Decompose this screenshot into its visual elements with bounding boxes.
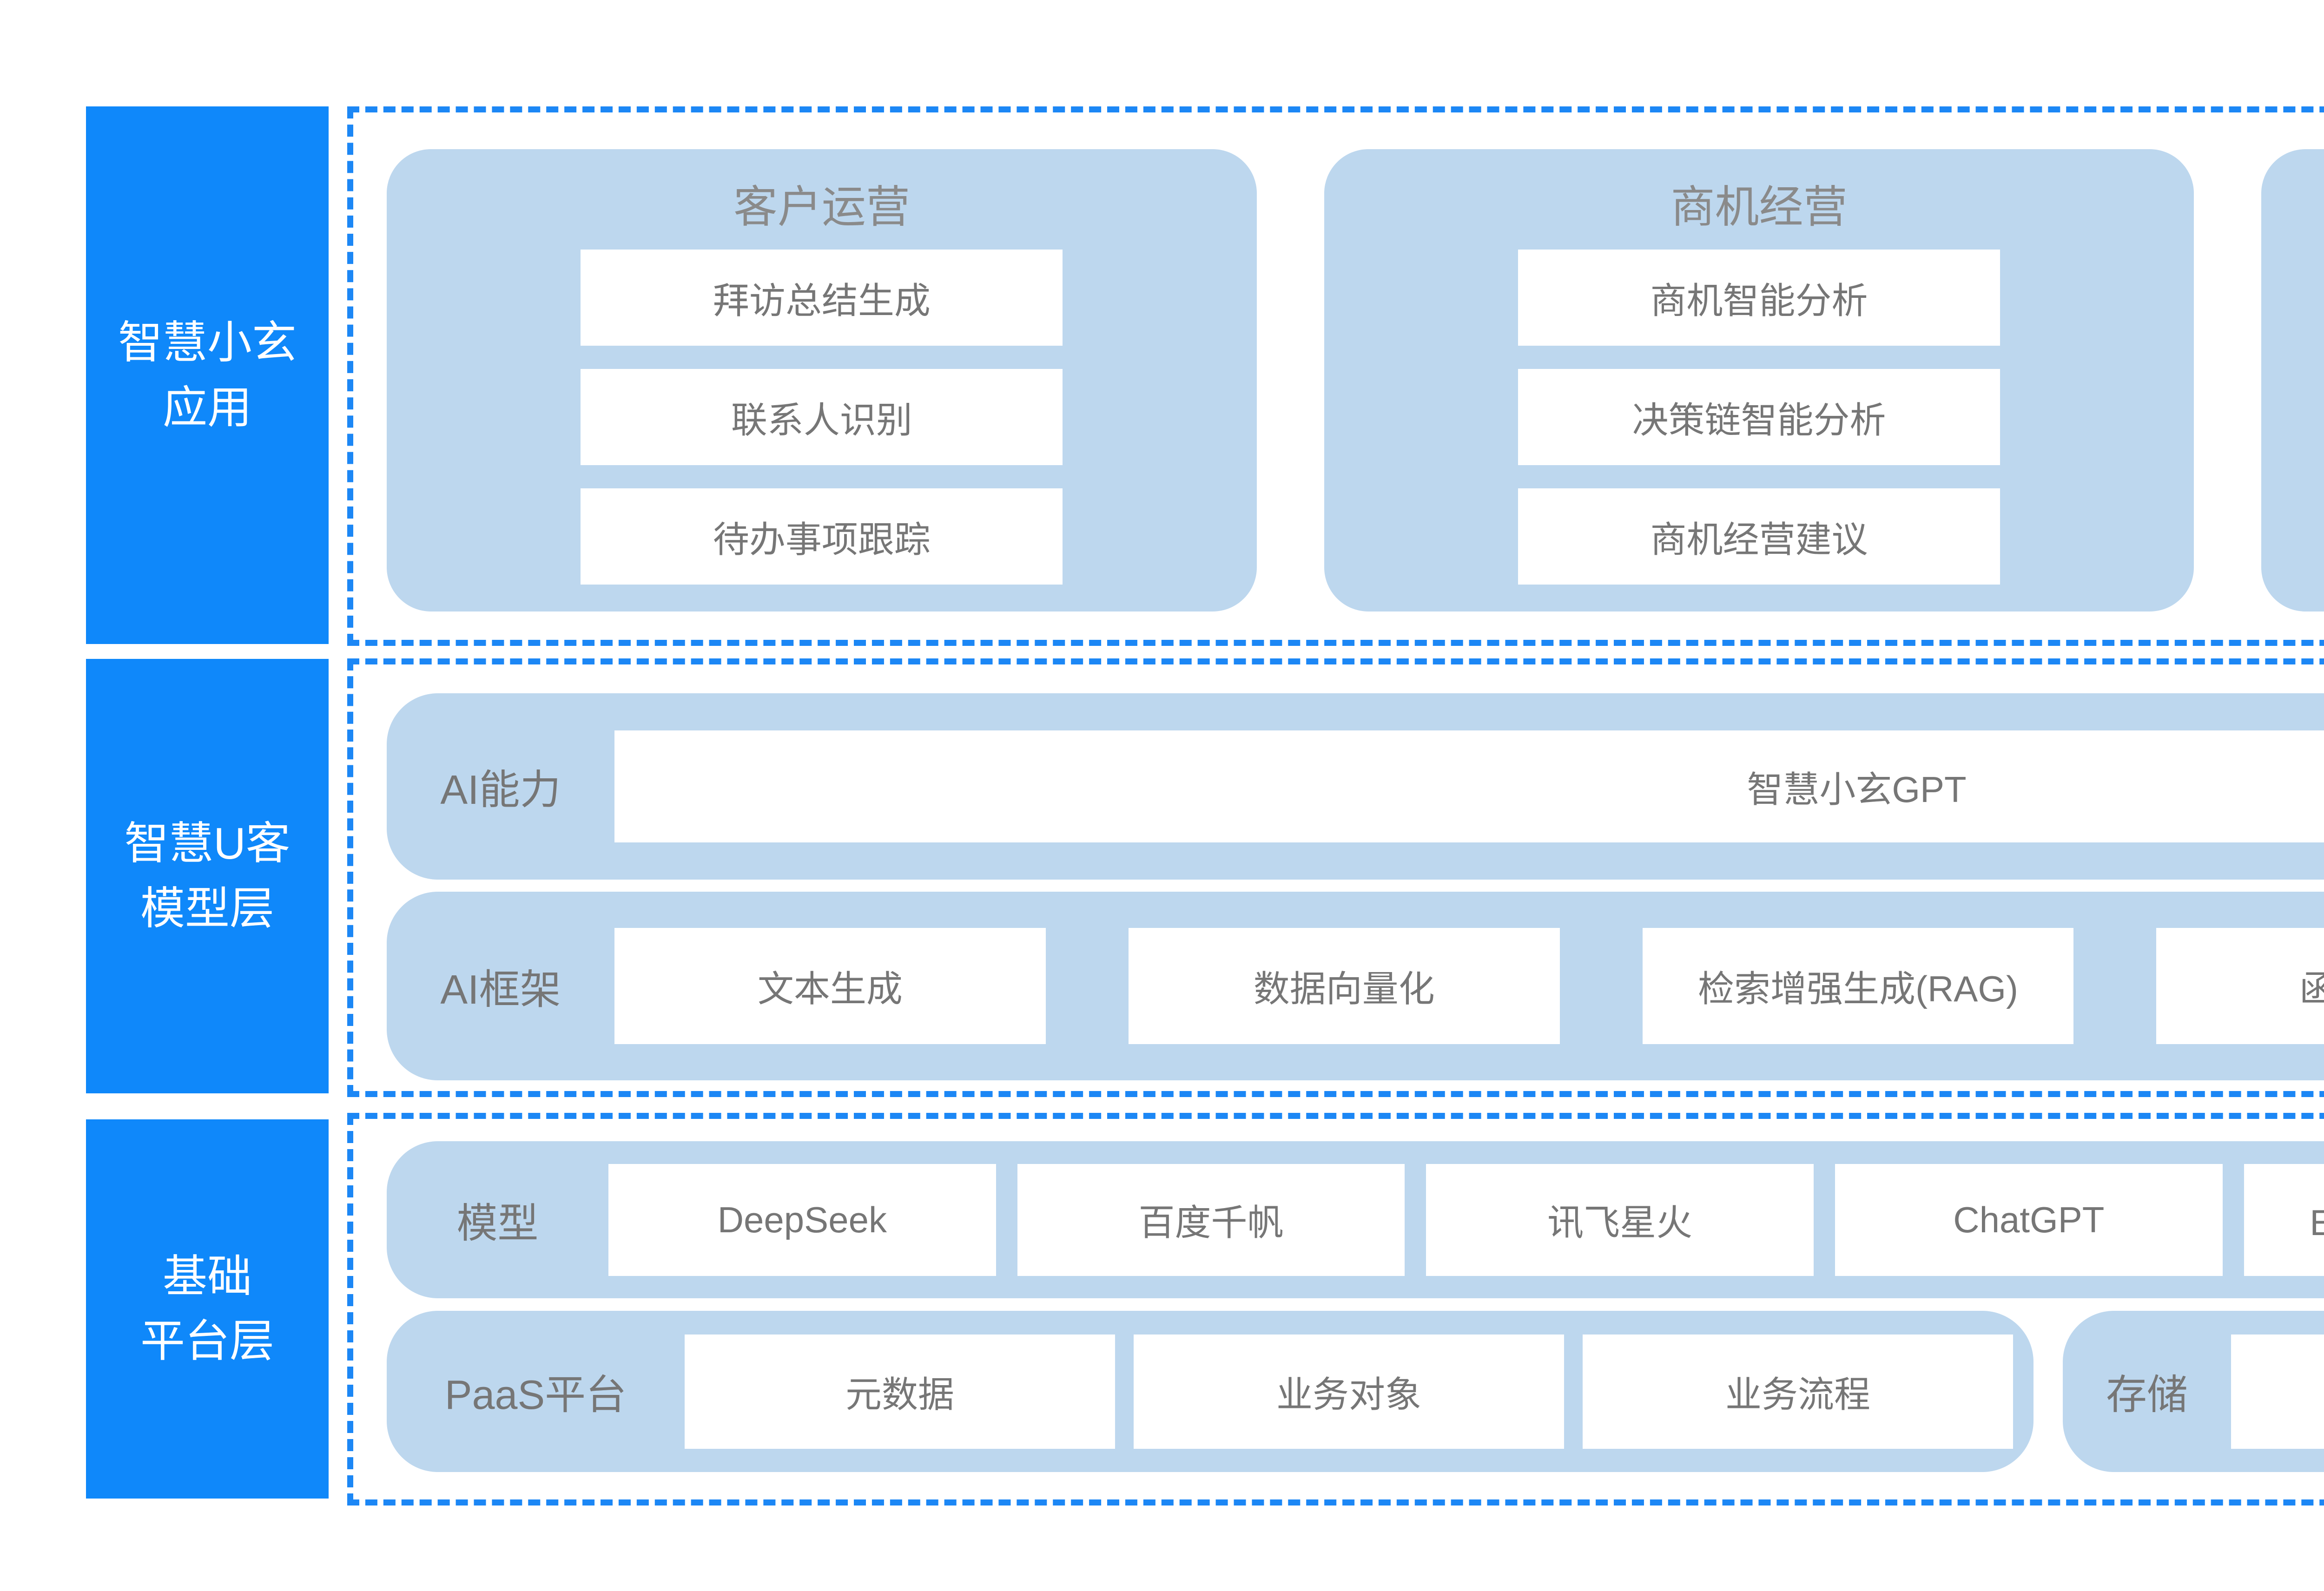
model-layer-container: AI能力 智慧小玄GPT AI框架 文本生成 数据向量化 检索增强生成(RAG)… <box>347 658 2324 1097</box>
llm-item: 讯飞星火 <box>1426 1164 1814 1276</box>
group-title: 客户运营 <box>733 183 910 232</box>
layer-label-model-line2: 模型层 <box>140 883 274 934</box>
group-customer-operation: 客户运营 拜访总结生成 联系人识别 待办事项跟踪 <box>387 149 1257 611</box>
layer-label-platform: 基础 平台层 <box>86 1119 329 1499</box>
framework-item: 文本生成 <box>614 928 1046 1044</box>
layer-label-platform-line1: 基础 <box>163 1251 252 1302</box>
layer-label-app-line2: 应用 <box>163 382 252 433</box>
row-label-ai-framework: AI框架 <box>440 966 561 1012</box>
paas-item: 业务对象 <box>1134 1334 1564 1449</box>
layer-label-app: 智慧小玄 应用 <box>86 106 329 644</box>
row-label-ai-capability: AI能力 <box>440 767 561 813</box>
app-item: 商机智能分析 <box>1518 250 2000 346</box>
llm-item: DeepSeek <box>608 1164 996 1276</box>
app-layer-container: 客户运营 拜访总结生成 联系人识别 待办事项跟踪 商机经营 商机智能分析 决策链… <box>347 106 2324 646</box>
layer-label-app-line1: 智慧小玄 <box>118 318 297 368</box>
paas-item: 元数据 <box>685 1334 1115 1449</box>
group-items: 拜访总结生成 联系人识别 待办事项跟踪 <box>387 250 1257 585</box>
app-item: 商机经营建议 <box>1518 488 2000 585</box>
model-item-gpt: 智慧小玄GPT <box>614 730 2324 842</box>
group-opportunity-operation: 商机经营 商机智能分析 决策链智能分析 商机经营建议 <box>1324 149 2194 611</box>
paas-storage-row: PaaS平台 元数据 业务对象 业务流程 存储 向量数据库 文件存储服务 <box>387 1311 2324 1472</box>
row-items: DeepSeek 百度千帆 讯飞星火 ChatGPT Embedding模型 语… <box>608 1164 2324 1276</box>
llm-item: ChatGPT <box>1835 1164 2223 1276</box>
row-items: 向量数据库 文件存储服务 <box>2231 1334 2324 1449</box>
app-item: 联系人识别 <box>581 369 1063 465</box>
row-label-model: 模型 <box>456 1200 539 1246</box>
llm-item: Embedding模型 <box>2244 1164 2324 1276</box>
framework-item: 数据向量化 <box>1128 928 1560 1044</box>
storage-item: 向量数据库 <box>2231 1334 2324 1449</box>
paas-platform-panel: PaaS平台 元数据 业务对象 业务流程 <box>387 1311 2034 1472</box>
group-items: 智慧漏斗分析 客户情况分析 业绩达成分析 <box>2261 250 2324 585</box>
platform-layer-container: 模型 DeepSeek 百度千帆 讯飞星火 ChatGPT Embedding模… <box>347 1113 2324 1506</box>
group-items: 商机智能分析 决策链智能分析 商机经营建议 <box>1324 250 2194 585</box>
row-label-paas: PaaS平台 <box>444 1372 627 1418</box>
framework-item: 函数调用 <box>2156 928 2324 1044</box>
app-item: 决策链智能分析 <box>1518 369 2000 465</box>
row-items: 文本生成 数据向量化 检索增强生成(RAG) 函数调用 语音转写 <box>614 928 2324 1044</box>
llm-item: 百度千帆 <box>1017 1164 1405 1276</box>
group-sales-management: 销售管理 智慧漏斗分析 客户情况分析 业绩达成分析 <box>2261 149 2324 611</box>
ai-capability-row: AI能力 智慧小玄GPT <box>387 693 2324 880</box>
framework-item: 检索增强生成(RAG) <box>1642 928 2074 1044</box>
row-label-storage: 存储 <box>2106 1372 2188 1418</box>
group-title: 商机经营 <box>1670 183 1848 232</box>
layer-label-platform-line2: 平台层 <box>140 1316 274 1366</box>
row-items: 元数据 业务对象 业务流程 <box>685 1334 2013 1449</box>
storage-panel: 存储 向量数据库 文件存储服务 <box>2063 1311 2324 1472</box>
model-row: 模型 DeepSeek 百度千帆 讯飞星火 ChatGPT Embedding模… <box>387 1141 2324 1299</box>
ai-framework-row: AI框架 文本生成 数据向量化 检索增强生成(RAG) 函数调用 语音转写 <box>387 892 2324 1080</box>
layer-label-model-line1: 智慧U客 <box>124 819 290 869</box>
app-item: 待办事项跟踪 <box>581 488 1063 585</box>
paas-item: 业务流程 <box>1583 1334 2013 1449</box>
app-item: 拜访总结生成 <box>581 250 1063 346</box>
layer-label-model: 智慧U客 模型层 <box>86 659 329 1093</box>
